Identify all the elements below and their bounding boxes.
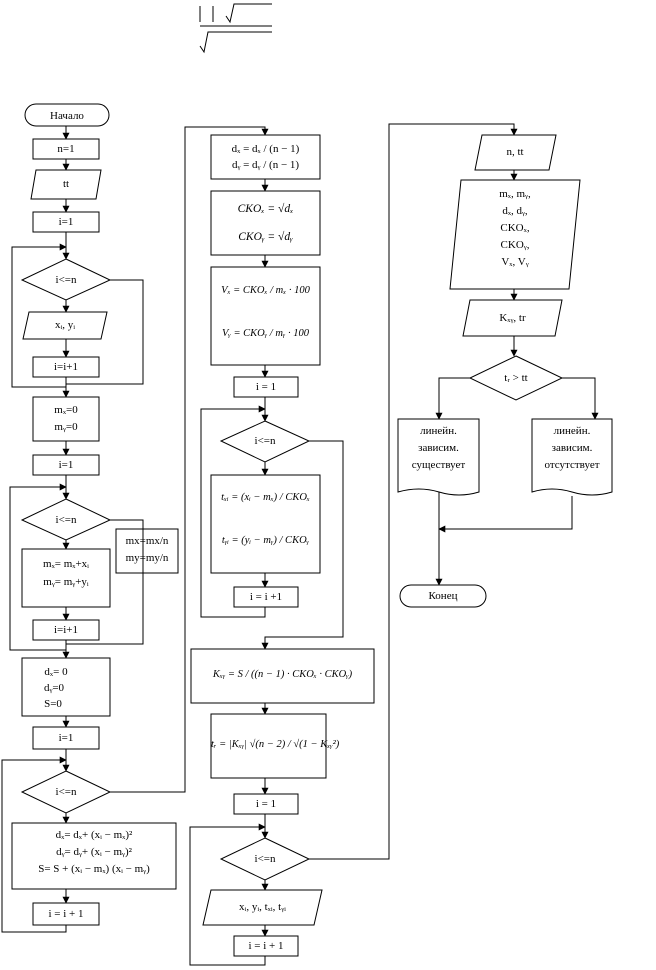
dsum-box (11, 822, 177, 890)
i-init-1-label: i=1 (58, 216, 74, 228)
out-3-label: CKOₓ, (500, 222, 530, 234)
n-init-label: n=1 (57, 143, 75, 155)
no-3-label: отсутствует (544, 459, 600, 471)
end-terminator (399, 584, 487, 608)
end-label: Конец (428, 590, 458, 602)
sum-2-label: mᵧ= mᵧ+yᵢ (43, 576, 89, 588)
out-4-label: CKOᵧ, (500, 239, 530, 251)
inc-5-label: i = i + 1 (248, 940, 284, 952)
output-ntt-label: n, tt (506, 146, 524, 158)
dsum-1-label: dₓ= dₓ+ (xᵢ − mₓ)² (55, 829, 133, 841)
output-stats-parallelogram (449, 179, 581, 290)
i-init-4-label: i = 1 (255, 381, 277, 393)
mean-2-label: my=my/n (125, 552, 169, 564)
v-2-label: Vᵧ = CKOᵧ / mᵧ · 100 (222, 328, 309, 339)
no-1-label: линейн. (553, 425, 591, 437)
top-formula-fragment (199, 3, 272, 54)
d-init-1-label: dₓ= 0 (44, 666, 68, 678)
d-init-2-label: dᵧ=0 (43, 682, 65, 694)
m-init-2-label: mᵧ=0 (54, 421, 78, 433)
output-1-label: xᵢ, yᵢ, tₓᵢ, tᵧᵢ (239, 901, 286, 913)
disp-box (210, 134, 321, 180)
out-1-label: mₓ, mᵧ, (499, 188, 531, 200)
cond-2-label: i<=n (55, 514, 77, 526)
disp-1-label: dₓ = dₓ / (n − 1) (231, 143, 300, 155)
out-2-label: dₓ, dᵧ, (502, 205, 528, 217)
no-document (531, 418, 613, 496)
sum-1-label: mₓ= mₓ+xᵢ (43, 558, 89, 570)
cond-5-label: i<=n (254, 853, 276, 865)
m-init-1-label: mₓ=0 (54, 404, 78, 416)
inc-3-label: i = i + 1 (48, 908, 84, 920)
input-xy-label: xᵢ, yᵢ (54, 319, 76, 331)
cond-4-label: i<=n (254, 435, 276, 447)
i-init-2-label: i=1 (58, 459, 74, 471)
dsum-2-label: dᵧ= dᵧ+ (xᵢ − mᵧ)² (56, 846, 132, 858)
dsum-3-label: S= S + (xᵢ − mₓ) (xᵢ − mᵧ) (38, 863, 150, 875)
kxy-label: Kₓᵧ = S / ((n − 1) · CKOₓ · CKOᵧ) (212, 669, 353, 680)
out-5-label: Vₓ, Vᵧ (501, 256, 529, 268)
yes-3-label: существует (411, 459, 466, 471)
kxy-box (190, 648, 375, 704)
sko-2-label: CKOᵧ = √dᵧ (238, 231, 293, 243)
start-terminator (24, 103, 110, 127)
tr-label: tᵣ = |Kₓᵧ| √(n − 2) / √(1 − Kₓᵧ²) (211, 739, 340, 750)
input-tt-label: tt (62, 178, 70, 190)
cond-6-label: tᵣ > tt (504, 372, 528, 384)
v-1-label: Vₓ = CKOₓ / mₓ · 100 (221, 285, 310, 296)
yes-1-label: линейн. (420, 425, 457, 437)
input-tt-parallelogram (30, 169, 102, 200)
inc-4-label: i = i +1 (249, 591, 283, 603)
output-k-parallelogram (462, 299, 563, 337)
sko-box (210, 190, 321, 256)
sko-1-label: CKOₓ = √dₓ (237, 203, 294, 215)
disp-2-label: dᵧ = dᵧ / (n − 1) (231, 159, 300, 171)
i-init-5-label: i = 1 (255, 798, 277, 810)
tr-box (210, 713, 327, 779)
t-1-label: tₓᵢ = (xᵢ − mₓ) / CKOₓ (221, 492, 310, 503)
yes-2-label: зависим. (418, 442, 459, 454)
output-k-label: Kₓᵧ, tr (499, 312, 526, 324)
mean-box (115, 528, 179, 574)
cond-3-label: i<=n (55, 786, 77, 798)
i-init-3-label: i=1 (58, 732, 74, 744)
start-label: Начало (50, 110, 84, 122)
d-init-3-label: S=0 (44, 698, 62, 710)
output-1-parallelogram (202, 889, 323, 926)
output-ntt-parallelogram (474, 134, 557, 171)
v-box (210, 266, 321, 366)
t-2-label: tᵧᵢ = (yᵢ − mᵧ) / CKOᵧ (221, 535, 310, 546)
mean-1-label: mx=mx/n (125, 535, 169, 547)
inc-1-label: i=i+1 (53, 361, 79, 373)
input-xy-parallelogram (22, 311, 108, 340)
t-box (210, 474, 321, 574)
cond-1-label: i<=n (55, 274, 77, 286)
inc-2-label: i=i+1 (53, 624, 79, 636)
cond-6-diamond (468, 355, 564, 401)
no-2-label: зависим. (551, 442, 593, 454)
